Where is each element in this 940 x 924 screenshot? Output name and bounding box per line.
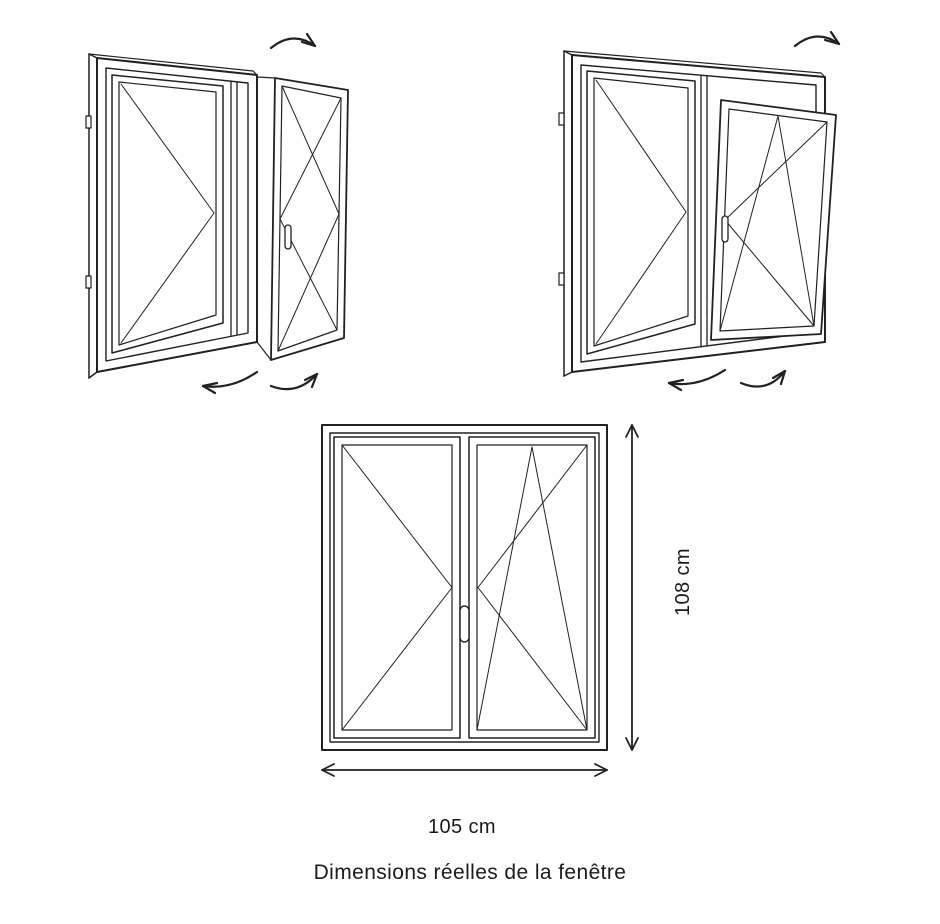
hinge-icon xyxy=(558,112,565,126)
opening-symbol-lines xyxy=(341,444,453,731)
left-sash-closed xyxy=(111,74,224,354)
right-sash xyxy=(468,436,596,739)
opening-symbol-lines xyxy=(476,444,588,731)
window-perspective-open-view xyxy=(85,20,385,405)
width-dimension-label: 105 cm xyxy=(428,816,496,838)
height-dimension-arrow xyxy=(625,424,639,751)
right-sash-open xyxy=(270,77,349,361)
mullion xyxy=(230,80,238,337)
hinge-icon xyxy=(85,115,92,129)
hinge-icon xyxy=(558,272,565,286)
swing-arrow-right-icon xyxy=(739,369,787,388)
left-sash xyxy=(333,436,461,739)
swing-arrow-left-icon xyxy=(201,370,259,395)
window-front-drawing xyxy=(321,424,639,777)
height-dimension-label: 108 cm xyxy=(672,548,694,616)
diagram-caption: Dimensions réelles de la fenêtre xyxy=(313,861,627,884)
handle-icon xyxy=(284,224,292,250)
rotation-arrow-icon xyxy=(269,32,317,50)
right-sash-tilted xyxy=(710,99,837,341)
opening-symbol-lines xyxy=(595,79,687,345)
handle-icon xyxy=(721,215,729,243)
left-sash-closed xyxy=(586,70,696,355)
opening-symbol-lines xyxy=(120,83,215,344)
handle-icon xyxy=(459,605,470,643)
width-dimension-arrow xyxy=(321,763,608,777)
rotation-arrow-icon xyxy=(793,30,841,48)
window-tilt-drawing xyxy=(558,30,841,392)
swing-arrow-left-icon xyxy=(667,368,727,392)
opening-symbol-lines xyxy=(277,85,342,352)
window-open-drawing xyxy=(85,32,349,395)
opening-symbol-lines xyxy=(719,115,828,332)
hinge-icon xyxy=(85,275,92,289)
window-front-view xyxy=(305,410,665,785)
mullion xyxy=(700,74,708,348)
swing-arrow-right-icon xyxy=(269,372,319,391)
window-perspective-tilt-view xyxy=(555,20,865,405)
